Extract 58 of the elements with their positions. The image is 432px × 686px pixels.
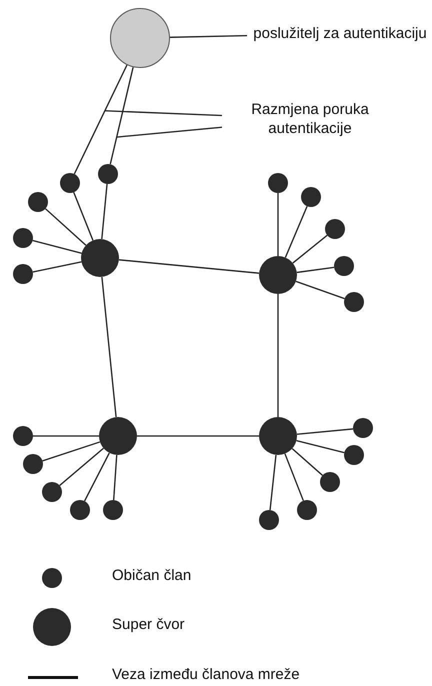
- member-node: [103, 500, 123, 520]
- connection-line: [32, 240, 82, 254]
- connection-line: [292, 448, 323, 476]
- supernode-circle: [99, 417, 137, 455]
- connection-line: [296, 428, 354, 435]
- connection-line: [44, 208, 86, 246]
- member-node: [28, 192, 48, 212]
- member-node: [297, 500, 317, 520]
- node-label: poslužitelj za autentikaciju: [250, 24, 430, 43]
- legend-label: Običan član: [112, 566, 192, 585]
- supernode-circle: [259, 417, 297, 455]
- connection-line: [284, 206, 308, 258]
- member-node: [320, 472, 340, 492]
- connection-line: [296, 440, 344, 454]
- member-node: [13, 264, 33, 284]
- connection-line: [296, 266, 334, 274]
- member-node: [13, 228, 33, 248]
- legend-label: Super čvor: [112, 615, 185, 634]
- connection-line: [110, 67, 134, 164]
- connection-line: [137, 435, 259, 437]
- member-node: [344, 445, 364, 465]
- member-node: [70, 500, 90, 520]
- connection-line: [118, 259, 260, 274]
- connection-line: [33, 435, 99, 437]
- connection-line: [284, 453, 304, 501]
- connection-line: [269, 454, 277, 510]
- member-node: [259, 510, 279, 530]
- leader-line: [116, 126, 222, 138]
- member-node: [301, 187, 321, 207]
- connection-line: [74, 64, 128, 174]
- leader-line: [104, 110, 222, 116]
- connection-line: [113, 454, 118, 500]
- member-node: [325, 219, 345, 239]
- member-node: [268, 173, 288, 193]
- member-node: [42, 482, 62, 502]
- member-node: [353, 418, 373, 438]
- legend-label: Veza između članova mreže: [112, 665, 300, 684]
- supernode-circle: [259, 256, 297, 294]
- leader-line: [170, 34, 248, 38]
- member-node: [23, 454, 43, 474]
- connection-line: [73, 192, 94, 241]
- connection-line: [277, 193, 279, 256]
- connection-line: [42, 441, 100, 462]
- supernode-circle: [81, 239, 119, 277]
- member-node: [334, 256, 354, 276]
- node-label: Razmjena poruka autentikacije: [225, 100, 395, 138]
- connection-line: [292, 234, 328, 264]
- connection-line: [101, 184, 108, 240]
- connection-line: [32, 261, 82, 273]
- connection-line: [59, 448, 104, 486]
- member-node: [13, 426, 33, 446]
- connection-line: [296, 280, 345, 300]
- connection-line: [84, 452, 110, 502]
- member-node: [60, 173, 80, 193]
- member-node: [344, 292, 364, 312]
- member-node: [98, 164, 118, 184]
- connection-line: [277, 294, 279, 417]
- connection-line: [101, 276, 117, 418]
